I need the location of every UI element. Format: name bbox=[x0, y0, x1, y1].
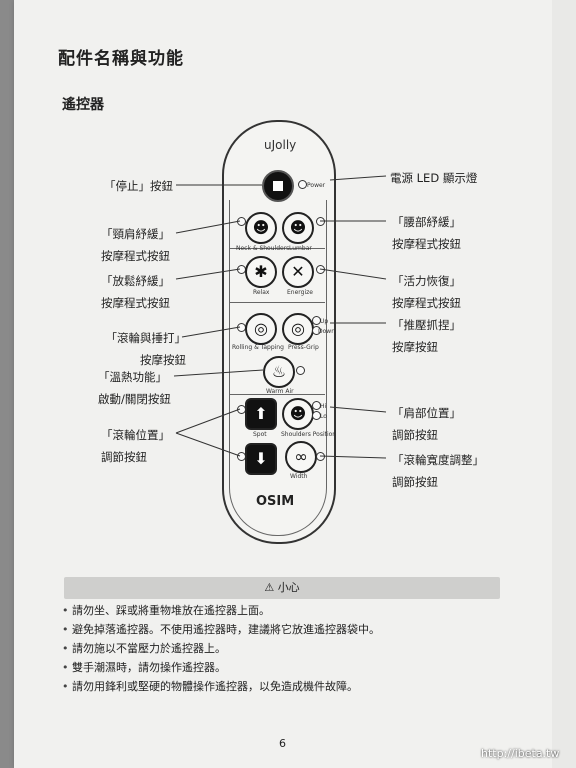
brand-logo: uJolly bbox=[264, 138, 297, 152]
press-callout: 「推壓抓捏」按摩按鈕 bbox=[392, 318, 461, 354]
press-label: Press-Grip bbox=[288, 344, 319, 351]
warm-air-button[interactable]: ♨ bbox=[263, 356, 295, 388]
rolling-callout: 「滾輪與捶打」按摩按鈕 bbox=[105, 331, 187, 367]
warm-label: Warm Air bbox=[266, 388, 294, 395]
power-led-callout: 電源 LED 顯示燈 bbox=[390, 171, 478, 185]
lumbar-label: Lumbar bbox=[289, 245, 312, 252]
page-number: 6 bbox=[279, 737, 286, 750]
remote-divider bbox=[229, 302, 325, 303]
up-led bbox=[312, 316, 321, 325]
lo-label: Lo bbox=[320, 413, 327, 420]
hi-led bbox=[312, 401, 321, 410]
warm-led bbox=[296, 366, 305, 375]
neck-callout: 「頸肩紓緩」按摩程式按鈕 bbox=[101, 227, 170, 263]
down-led bbox=[312, 326, 321, 335]
roller-up-button[interactable]: ⬆ bbox=[245, 398, 277, 430]
lo-led bbox=[312, 411, 321, 420]
caution-banner: ⚠ 小心 bbox=[64, 577, 500, 599]
caution-list: 請勿坐、踩或將重物堆放在遙控器上面。 避免掉落遙控器。不使用遙控器時，建議將它放… bbox=[62, 604, 380, 699]
warm-callout: 「溫熱功能」啟動/關閉按鈕 bbox=[98, 370, 171, 406]
relax-button[interactable]: ✱ bbox=[245, 256, 277, 288]
osim-logo: OSIM bbox=[256, 494, 295, 509]
relax-callout: 「放鬆紓緩」按摩程式按鈕 bbox=[101, 274, 170, 310]
remote-divider bbox=[229, 394, 325, 395]
shoulder-pos-label: Shoulders Position bbox=[281, 431, 337, 438]
remote-panel bbox=[229, 200, 327, 536]
down-label: Down bbox=[318, 328, 336, 335]
list-item: 請勿坐、踩或將重物堆放在遙控器上面。 bbox=[62, 604, 380, 623]
lumbar-button[interactable]: ☻ bbox=[282, 212, 314, 244]
spot-label: Spot bbox=[253, 431, 267, 438]
stop-button[interactable] bbox=[262, 170, 294, 202]
list-item: 請勿施以不當壓力於遙控器上。 bbox=[62, 642, 380, 661]
energize-callout: 「活力恢復」按摩程式按鈕 bbox=[392, 274, 461, 310]
stop-callout: 「停止」按鈕 bbox=[104, 179, 173, 193]
width-callout: 「滾輪寬度調整」調節按鈕 bbox=[392, 453, 484, 489]
adjacent-page bbox=[552, 0, 576, 768]
lumbar-callout: 「腰部紓緩」按摩程式按鈕 bbox=[392, 215, 461, 251]
roller-down-button[interactable]: ⬇ bbox=[245, 443, 277, 475]
power-led bbox=[298, 180, 307, 189]
relax-label: Relax bbox=[253, 289, 270, 296]
list-item: 避免掉落遙控器。不使用遙控器時，建議將它放進遙控器袋中。 bbox=[62, 623, 380, 642]
caution-title: 小心 bbox=[277, 581, 300, 594]
list-item: 請勿用鋒利或堅硬的物體操作遙控器，以免造成機件故障。 bbox=[62, 680, 380, 699]
energize-label: Energize bbox=[287, 289, 313, 296]
section-heading: 遙控器 bbox=[62, 97, 104, 113]
arrow-up-icon: ⬆ bbox=[254, 404, 268, 423]
shoulder-callout: 「肩部位置」調節按鈕 bbox=[392, 406, 461, 442]
arrow-down-icon: ⬇ bbox=[254, 449, 268, 468]
rolling-tapping-button[interactable]: ◎ bbox=[245, 313, 277, 345]
power-label: Power bbox=[307, 182, 326, 189]
neck-label: Neck & Shoulders bbox=[236, 245, 290, 252]
list-item: 雙手潮濕時，請勿操作遙控器。 bbox=[62, 661, 380, 680]
roller-position-callout: 「滾輪位置」調節按鈕 bbox=[101, 428, 170, 464]
remote-divider bbox=[229, 248, 325, 249]
neck-shoulders-button[interactable]: ☻ bbox=[245, 212, 277, 244]
up-label: Up bbox=[320, 318, 329, 325]
energize-button[interactable]: ✕ bbox=[282, 256, 314, 288]
press-grip-button[interactable]: ◎ bbox=[282, 313, 314, 345]
width-label: Width bbox=[290, 473, 308, 480]
page-title: 配件名稱與功能 bbox=[58, 49, 184, 69]
stop-icon bbox=[273, 181, 283, 191]
watermark: http://ibeta.tw bbox=[481, 747, 560, 760]
warning-icon: ⚠ bbox=[264, 581, 275, 594]
shoulder-position-button[interactable]: ☻ bbox=[282, 398, 314, 430]
hi-label: Hi bbox=[320, 403, 327, 410]
rolling-label: Rolling & Tapping bbox=[232, 344, 284, 351]
